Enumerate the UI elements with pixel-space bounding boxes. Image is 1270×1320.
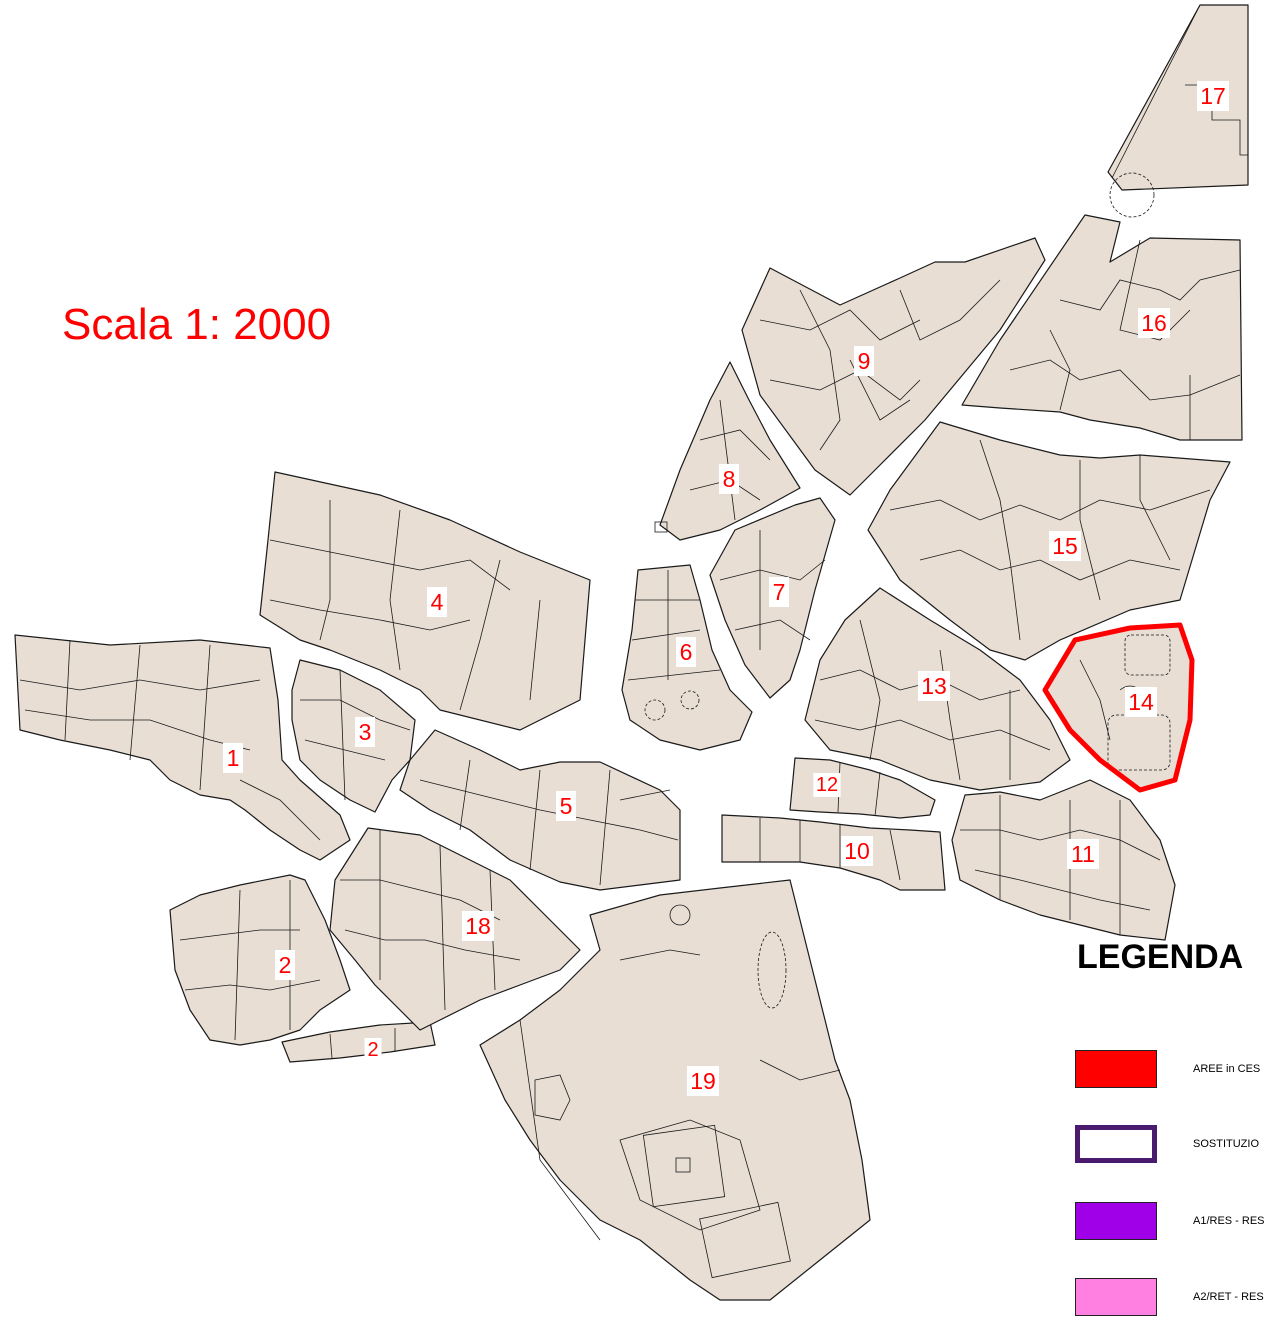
block-label: 2 <box>279 952 292 978</box>
block-5[interactable] <box>399 729 681 891</box>
block-label-bg <box>1138 308 1170 338</box>
legend-swatch-red <box>1075 1050 1157 1088</box>
block-9[interactable] <box>741 237 1046 496</box>
block-label: 13 <box>921 673 947 699</box>
block-label-bg <box>556 791 576 821</box>
block-label: 3 <box>359 719 372 745</box>
block-label: 16 <box>1141 310 1167 336</box>
legend-swatch-outline <box>1075 1125 1157 1163</box>
block-label-bg <box>676 637 696 667</box>
block-17[interactable] <box>1107 4 1249 218</box>
scale-label: Scala 1: 2000 <box>62 300 332 349</box>
block-19[interactable] <box>479 879 871 1301</box>
block-label: 7 <box>773 579 786 605</box>
block-label-bg <box>813 773 841 797</box>
block-label-bg <box>769 577 789 607</box>
legend-swatch-pink <box>1075 1278 1157 1316</box>
block-3[interactable] <box>291 659 416 813</box>
block-label: 14 <box>1128 689 1154 715</box>
block-label-bg <box>275 950 295 980</box>
legend-title: LEGENDA <box>1077 938 1244 976</box>
block-16[interactable] <box>961 214 1243 441</box>
block-label: 4 <box>431 589 444 615</box>
block-label-bg <box>223 743 243 773</box>
block-label: 5 <box>560 793 573 819</box>
legend-text: A1/RES - RES <box>1193 1215 1265 1227</box>
block-label: 12 <box>816 774 838 796</box>
block-label-bg <box>355 717 375 747</box>
block-label-bg <box>1125 687 1157 717</box>
block-14[interactable] <box>1042 622 1195 793</box>
block-label-bg <box>687 1066 719 1096</box>
block-2-lower[interactable] <box>281 1021 436 1063</box>
block-4[interactable] <box>259 471 591 731</box>
block-label-bg <box>1067 839 1099 869</box>
block-label-bg <box>841 836 873 866</box>
block-label: 11 <box>1071 841 1095 867</box>
block-label-bg <box>462 911 494 941</box>
block-label-bg <box>427 587 447 617</box>
block-2-upper[interactable] <box>169 874 351 1046</box>
block-label-bg <box>1049 531 1081 561</box>
block-label: 2 <box>367 1039 378 1061</box>
legend-swatch-purple <box>1075 1202 1157 1240</box>
block-label: 8 <box>723 466 736 492</box>
block-label: 1 <box>227 745 240 771</box>
block-label-bg <box>1197 81 1229 111</box>
block-label: 9 <box>858 348 871 374</box>
block-label: 6 <box>680 639 693 665</box>
block-label: 18 <box>465 913 491 939</box>
legend-item-sostituzione: SOSTITUZIO <box>1075 1125 1270 1167</box>
legend-item-aree: AREE in CES <box>1075 1050 1270 1092</box>
block-label: 10 <box>844 838 870 864</box>
block-label-bg <box>364 1038 382 1062</box>
block-18[interactable] <box>329 827 581 1031</box>
block-label: 17 <box>1200 83 1226 109</box>
block-label-bg <box>918 671 950 701</box>
legend-text: SOSTITUZIO <box>1193 1138 1259 1150</box>
block-label: 19 <box>690 1068 716 1094</box>
block-10[interactable] <box>721 814 946 891</box>
legend-item-a1-res: A1/RES - RES <box>1075 1202 1270 1244</box>
block-11[interactable] <box>951 779 1176 941</box>
block-label-bg <box>854 346 874 376</box>
block-label-bg <box>719 464 739 494</box>
legend-text: A2/RET - RES <box>1193 1291 1264 1303</box>
legend-text: AREE in CES <box>1193 1063 1261 1075</box>
block-label: 15 <box>1052 533 1078 559</box>
legend-item-a2-ret: A2/RET - RES <box>1075 1278 1270 1320</box>
